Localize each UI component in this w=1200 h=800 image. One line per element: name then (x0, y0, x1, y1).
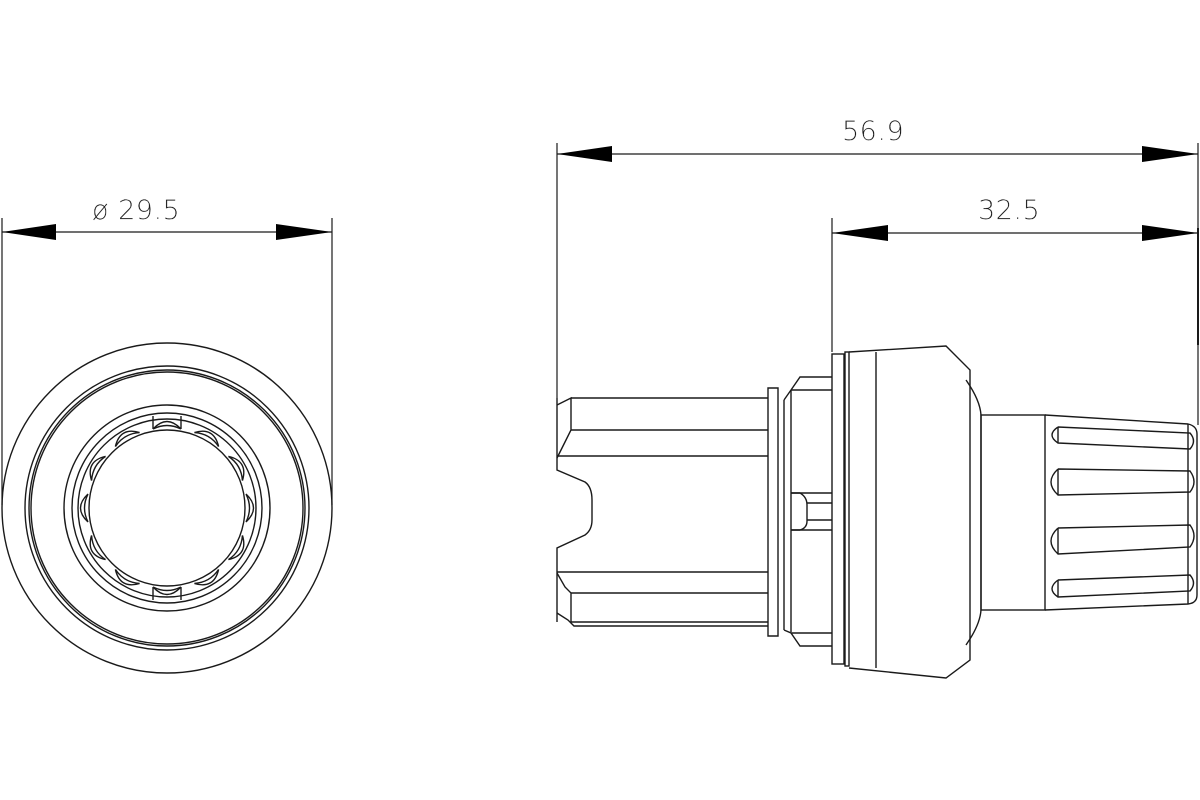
collar (783, 376, 832, 647)
arrow-left-icon (557, 146, 612, 162)
neck (980, 414, 1046, 611)
outer-circle (1, 342, 333, 674)
diameter-label: ø 29.5 (92, 195, 181, 226)
inner-bore-circle (88, 429, 246, 587)
grip-notches (79, 416, 255, 600)
body (848, 345, 982, 679)
arrow-right-icon (1142, 146, 1198, 162)
front-view (1, 218, 333, 674)
arrow-right-icon (276, 224, 332, 240)
grip-length-label: 32.5 (978, 195, 1041, 226)
arrow-left-icon (2, 224, 56, 240)
side-view (556, 143, 1199, 679)
arrow-left-icon (832, 225, 888, 241)
rings (831, 351, 877, 668)
arrow-right-icon (1142, 225, 1198, 241)
ribbed-grip (1044, 414, 1198, 611)
shaft (556, 387, 779, 637)
overall-length-label: 56.9 (842, 116, 905, 147)
